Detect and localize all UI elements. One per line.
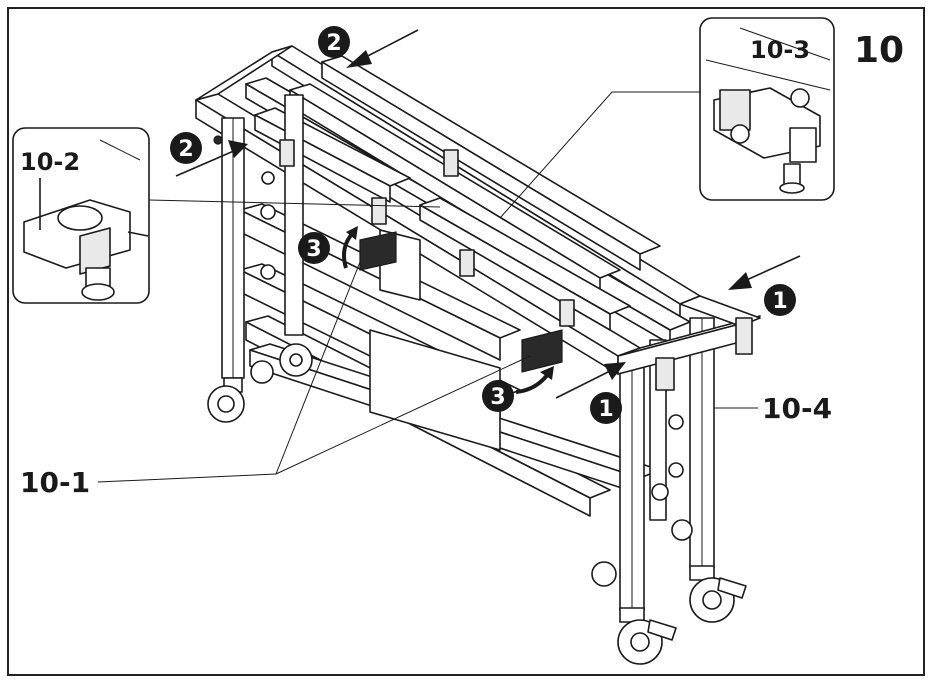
folding-table-frame <box>195 45 761 665</box>
arrow-3-right-curve <box>515 366 554 394</box>
leader-10-3 <box>499 91 700 219</box>
detail-10-2 <box>12 127 150 304</box>
arrow-2-top <box>346 29 419 68</box>
marker-2-left: 2 <box>170 132 202 164</box>
svg-text:3: 3 <box>490 385 505 410</box>
svg-text:2: 2 <box>178 137 193 162</box>
detail-10-3 <box>699 17 835 201</box>
leader-10-2 <box>148 199 441 208</box>
label-10-4: 10-4 <box>762 392 832 425</box>
caster-wheel-front-right <box>617 607 677 665</box>
marker-3-left: 3 <box>298 232 330 264</box>
label-10-1: 10-1 <box>20 466 90 499</box>
caster-wheel-front-left <box>207 360 274 423</box>
marker-2-top: 2 <box>318 26 350 58</box>
arrow-2-left <box>175 140 248 177</box>
marker-1-right: 1 <box>764 284 796 316</box>
label-10-3: 10-3 <box>750 36 810 64</box>
leader-10-1 <box>97 261 531 483</box>
marker-1-front: 1 <box>590 392 622 424</box>
label-10-2: 10-2 <box>20 148 80 176</box>
marker-3-right: 3 <box>482 380 514 412</box>
caster-wheel-middle <box>591 483 693 587</box>
svg-text:2: 2 <box>326 31 341 56</box>
step-number: 10 <box>854 30 904 71</box>
caster-wheel-back-right <box>689 565 747 623</box>
caster-wheel-back-left <box>279 343 313 377</box>
arrow-1-right <box>728 255 801 290</box>
arrow-1-front <box>555 362 626 399</box>
svg-text:1: 1 <box>598 397 613 422</box>
svg-text:3: 3 <box>306 237 321 262</box>
arrow-3-left-curve <box>342 226 358 269</box>
svg-text:1: 1 <box>772 289 787 314</box>
